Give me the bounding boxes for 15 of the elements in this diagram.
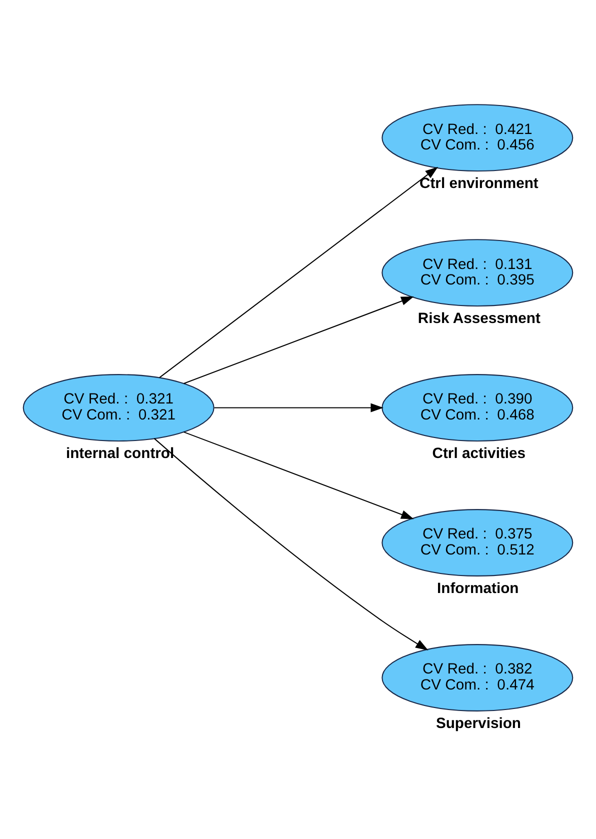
arrow: [184, 296, 414, 384]
node-label: Supervision: [436, 715, 522, 732]
arrow: [154, 438, 428, 650]
arrow: [159, 166, 438, 378]
node-ellipse: CV Red. : 0.382 CV Com. : 0.474: [382, 644, 574, 711]
node-label: Information: [437, 580, 519, 596]
arrow: [214, 402, 384, 412]
node-ellipse: CV Red. : 0.421 CV Com. : 0.456: [382, 104, 574, 172]
node-label: internal control: [66, 445, 174, 462]
arrow: [184, 431, 414, 519]
node-ellipse: CV Red. : 0.321 CV Com. : 0.321: [22, 374, 214, 441]
node-label: Ctrl activities: [432, 445, 526, 462]
node-label: Ctrl environment: [419, 175, 538, 192]
node-label: Risk Assessment: [418, 310, 540, 326]
node-ellipse: CV Red. : 0.390 CV Com. : 0.468: [382, 374, 574, 441]
